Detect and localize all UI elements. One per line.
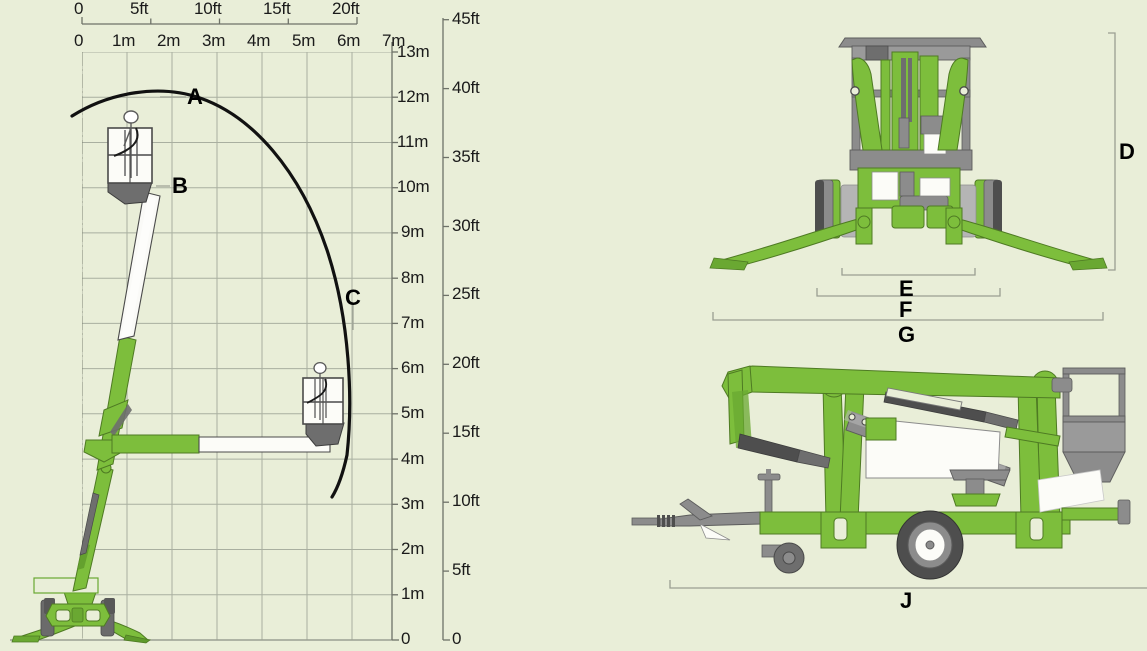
callout-F: F bbox=[899, 297, 913, 322]
front-view-dimension-brackets bbox=[712, 32, 1116, 321]
vert-ft-tick-20: 20ft bbox=[452, 353, 480, 372]
vert-m-tick-5: 5m bbox=[401, 403, 425, 422]
side-stowed-view bbox=[631, 365, 1131, 580]
bracket-J bbox=[669, 580, 1147, 589]
callout-D: D bbox=[1119, 139, 1135, 164]
mid-boom-elevated bbox=[83, 335, 137, 471]
vert-m-tick-9: 9m bbox=[401, 222, 425, 241]
vertical-ft-axis bbox=[442, 18, 450, 641]
vert-ft-tick-10: 10ft bbox=[452, 491, 480, 510]
top-ft-tick-15: 15ft bbox=[263, 0, 291, 18]
horiz-m-tick-0: 0 bbox=[74, 31, 84, 50]
horiz-m-tick-1: 1m bbox=[112, 31, 136, 50]
vert-m-tick-0: 0 bbox=[401, 629, 411, 648]
callout-B: B bbox=[172, 173, 188, 198]
envelope-grid bbox=[82, 52, 392, 640]
vert-ft-tick-35: 35ft bbox=[452, 147, 480, 166]
vert-m-tick-1: 1m bbox=[401, 584, 425, 603]
vert-ft-tick-25: 25ft bbox=[452, 284, 480, 303]
vert-ft-tick-45: 45ft bbox=[452, 9, 480, 28]
platform-basket-elevated bbox=[107, 110, 153, 205]
horiz-m-tick-6: 6m bbox=[337, 31, 361, 50]
vert-m-tick-8: 8m bbox=[401, 268, 425, 287]
vert-m-tick-3: 3m bbox=[401, 494, 425, 513]
callout-C: C bbox=[345, 285, 361, 310]
vert-m-tick-6: 6m bbox=[401, 358, 425, 377]
chassis-outriggers-elevated bbox=[11, 577, 151, 644]
upper-boom-telescope-elevated bbox=[117, 191, 161, 341]
working-envelope-curve bbox=[70, 89, 352, 499]
bracket-D bbox=[1108, 32, 1116, 271]
vert-ft-tick-0: 0 bbox=[452, 629, 462, 648]
horiz-m-tick-7: 7m bbox=[382, 31, 406, 50]
horiz-m-tick-5: 5m bbox=[292, 31, 316, 50]
horiz-m-tick-4: 4m bbox=[247, 31, 271, 50]
horiz-m-tick-3: 3m bbox=[202, 31, 226, 50]
callout-E: E bbox=[899, 276, 914, 301]
top-ft-tick-5: 5ft bbox=[130, 0, 149, 18]
top-ft-tick-0: 0 bbox=[74, 0, 84, 18]
vert-m-tick-7: 7m bbox=[401, 313, 425, 332]
vert-m-tick-10: 10m bbox=[397, 177, 430, 196]
bracket-E bbox=[841, 268, 976, 276]
vert-ft-tick-40: 40ft bbox=[452, 78, 480, 97]
callout-G: G bbox=[898, 322, 916, 347]
vert-m-tick-4: 4m bbox=[401, 449, 425, 468]
callout-A: A bbox=[187, 84, 203, 109]
machine-elevated-side-view bbox=[11, 110, 161, 644]
vert-m-tick-2: 2m bbox=[401, 539, 425, 558]
top-ft-tick-20: 20ft bbox=[332, 0, 360, 18]
vert-m-tick-13: 13m bbox=[397, 42, 430, 61]
lower-boom-elevated bbox=[72, 462, 114, 592]
top-ft-tick-10: 10ft bbox=[194, 0, 222, 18]
vert-m-tick-12: 12m bbox=[397, 87, 430, 106]
machine-outreach-side-view bbox=[111, 361, 345, 454]
side-view-dimension-bracket bbox=[669, 580, 1147, 589]
vert-ft-tick-15: 15ft bbox=[452, 422, 480, 441]
vert-ft-tick-30: 30ft bbox=[452, 216, 480, 235]
horiz-m-tick-2: 2m bbox=[157, 31, 181, 50]
callout-J: J bbox=[900, 588, 913, 613]
front-elevation-view bbox=[709, 37, 1108, 271]
vert-ft-tick-5: 5ft bbox=[452, 560, 471, 579]
vert-m-tick-11: 11m bbox=[397, 132, 429, 151]
